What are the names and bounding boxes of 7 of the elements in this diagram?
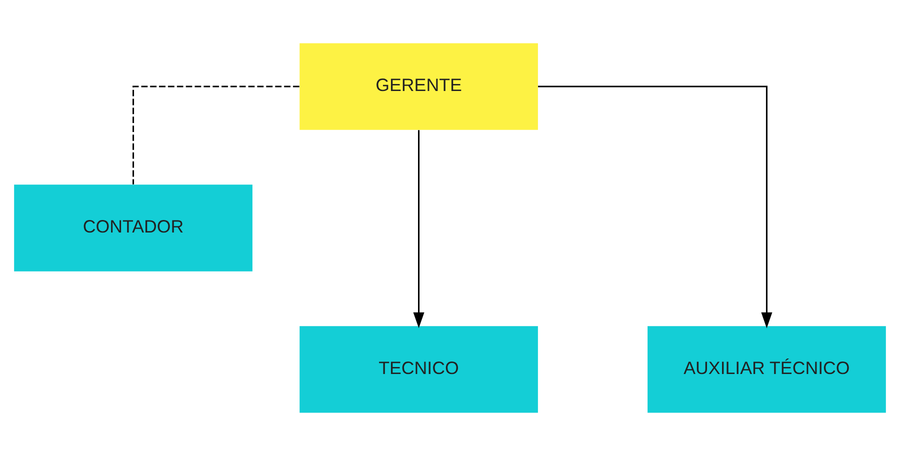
- connector: [132, 85, 299, 184]
- node-box: AUXILIAR TÉCNICO: [647, 326, 886, 412]
- node-box: TECNICO: [299, 326, 538, 412]
- node-box: CONTADOR: [14, 184, 252, 271]
- node-box: GERENTE: [299, 42, 538, 130]
- arrow: [412, 130, 424, 328]
- arrow: [538, 85, 772, 328]
